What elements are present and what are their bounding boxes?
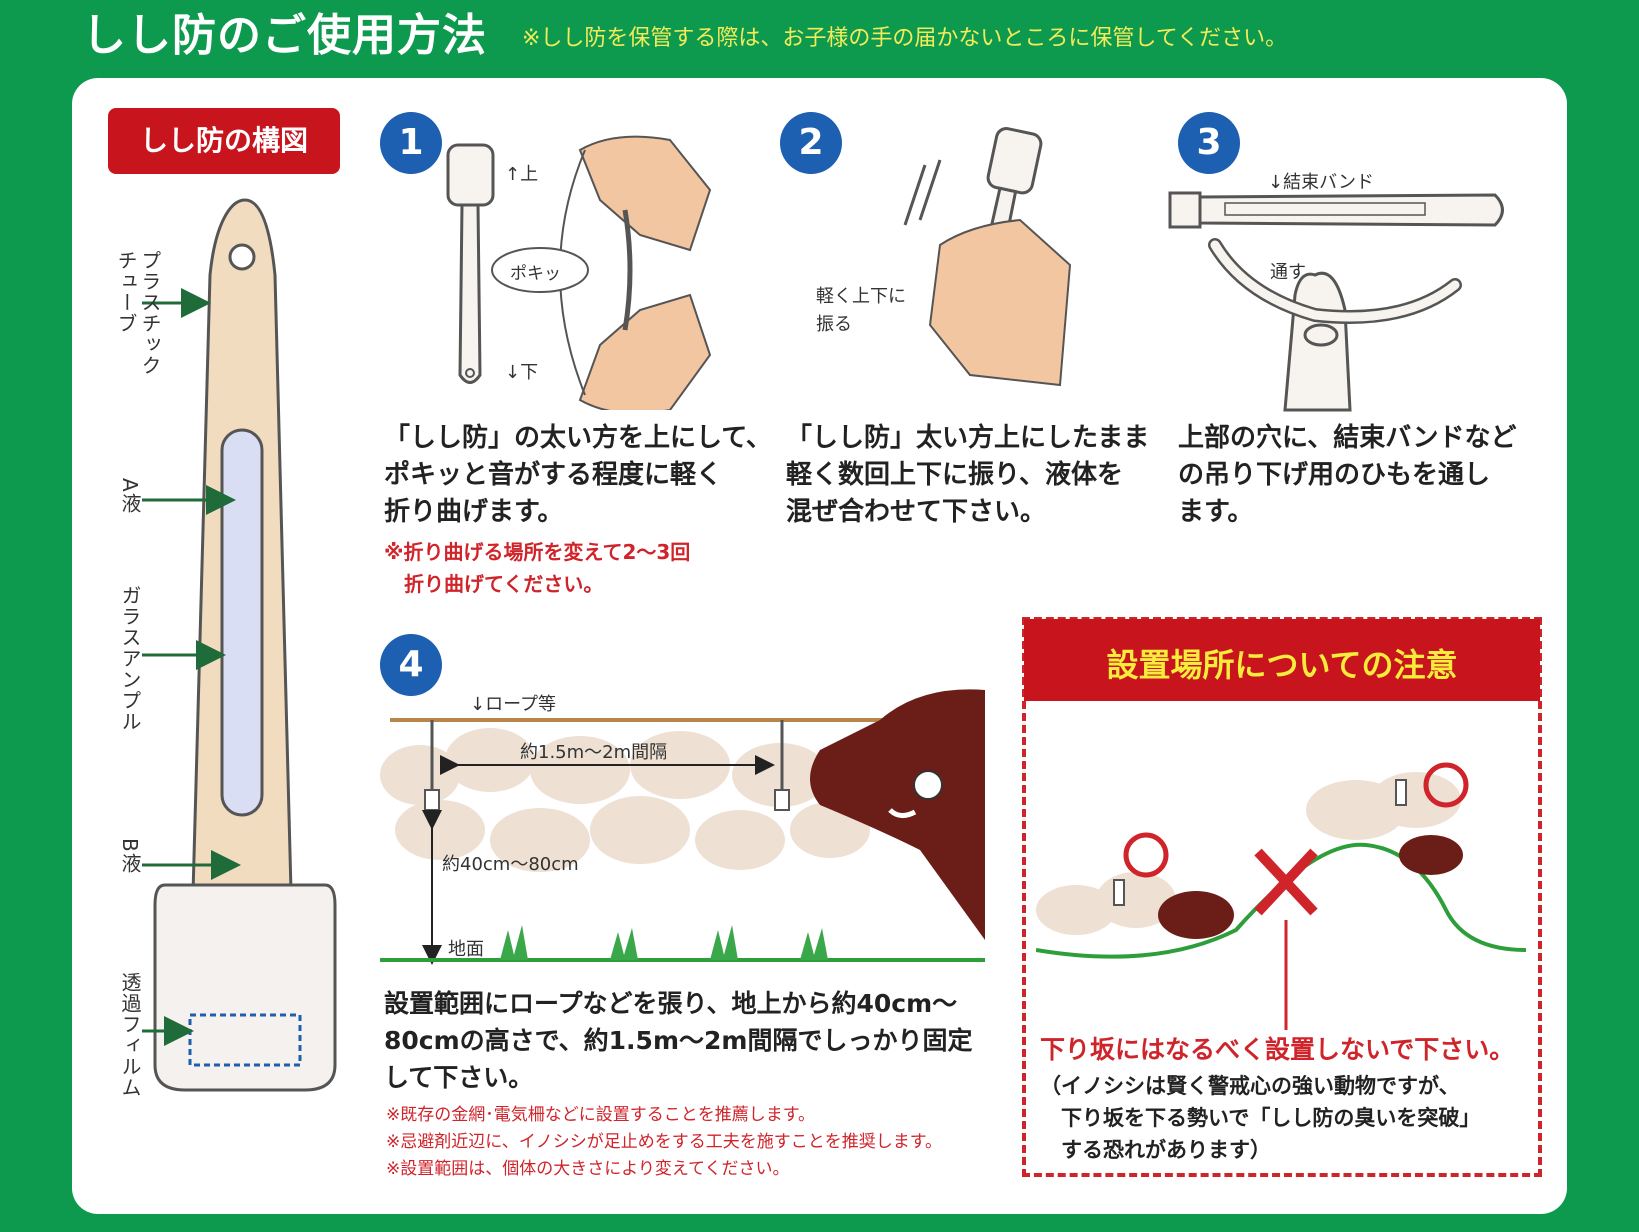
- up-label: ↑上: [505, 164, 539, 185]
- caution-explanation: （イノシシは賢く警戒心の強い動物ですが、 下り坂を下る勢いで「しし防の臭いを突破…: [1040, 1074, 1481, 1162]
- step-1-badge: 1: [380, 112, 442, 174]
- step-1-note: ※折り曲げる場所を変えて2〜3回 折り曲げてください。: [384, 540, 691, 596]
- step-1-illustration: [446, 135, 712, 410]
- step-3-badge: 3: [1178, 112, 1240, 174]
- caution-warning: 下り坂にはなるべく設置しないで下さい。: [1040, 1035, 1515, 1064]
- step-4-illustration: [380, 689, 985, 965]
- height-label: 約40cm〜80cm: [442, 854, 579, 875]
- step-2-text: 「しし防」太い方上にしたまま 軽く数回上下に振り、液体を 混ぜ合わせて下さい。: [786, 423, 1150, 527]
- caution-illustration: [1036, 762, 1526, 1030]
- step-4-text: 設置範囲にロープなどを張り、地上から約40cm〜 80cmの高さで、約1.5m〜…: [384, 989, 973, 1092]
- step-4-notes: ※既存の金網･電気柵などに設置することを推薦します。 ※忌避剤近辺に、イノシシが…: [386, 1105, 943, 1179]
- page-title: しし防のご使用方法: [82, 10, 487, 61]
- label-liquid-a: A液: [118, 478, 142, 514]
- interval-label: 約1.5m〜2m間隔: [520, 742, 668, 763]
- product-structure-illustration: [142, 198, 337, 1092]
- step-4-badge: 4: [380, 634, 442, 696]
- step-2-illustration: [903, 127, 1072, 387]
- structure-title: しし防の構図: [108, 108, 340, 174]
- pokitt-label: ポキッ: [510, 264, 561, 284]
- ground-label: 地面: [448, 939, 484, 960]
- shake-label: 軽く上下に 振る: [816, 286, 906, 335]
- band-label: ↓結束バンド: [1268, 172, 1374, 193]
- rope-label: ↓ロープ等: [470, 694, 557, 715]
- caution-header: [1024, 619, 1540, 701]
- pass-label: 通す: [1270, 262, 1306, 283]
- step-3-illustration: [1168, 191, 1504, 412]
- label-liquid-b: B液: [118, 838, 142, 874]
- label-glass-ampoule: ガラスアンプル: [118, 585, 142, 732]
- label-plastic-tube: プラスチックチューブ: [114, 250, 162, 376]
- label-film: 透過フィルム: [118, 972, 142, 1098]
- storage-note: ※しし防を保管する際は、お子様の手の届かないところに保管してください。: [522, 26, 1288, 51]
- step-1-text: 「しし防」の太い方を上にして、 ポキッと音がする程度に軽く 折り曲げます。: [384, 423, 772, 527]
- down-label: ↓下: [505, 362, 539, 383]
- step-3-text: 上部の穴に、結束バンドなど の吊り下げ用のひもを通し ます。: [1178, 423, 1517, 527]
- caution-title: 設置場所についての注意: [1106, 646, 1458, 684]
- step-2-badge: 2: [780, 112, 842, 174]
